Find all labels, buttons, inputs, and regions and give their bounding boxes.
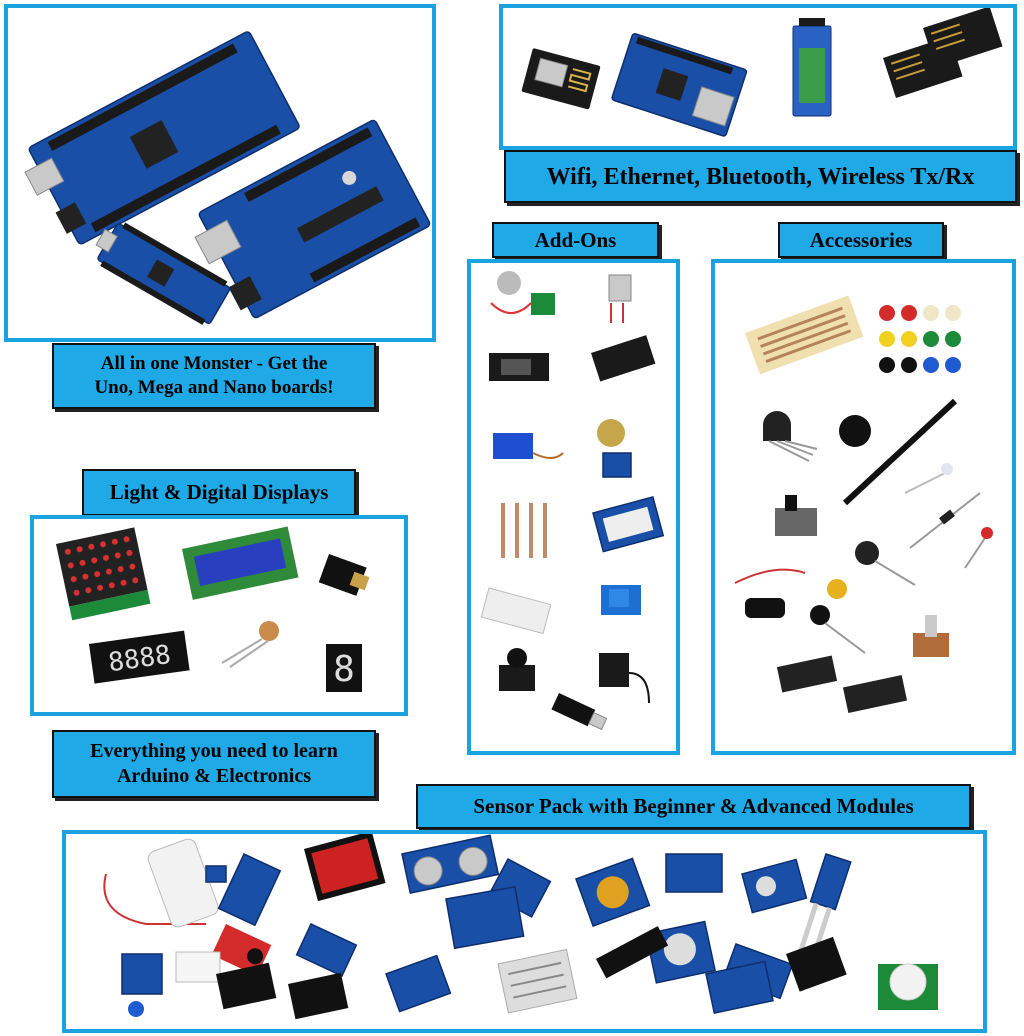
boards-caption: All in one Monster - Get the Uno, Mega a… [52, 343, 376, 409]
learn-caption-line1: Everything you need to learn [90, 740, 338, 762]
displays-title: Light & Digital Displays [82, 469, 356, 516]
wireless-caption: Wifi, Ethernet, Bluetooth, Wireless Tx/R… [504, 150, 1017, 203]
arduino-boards-image [24, 31, 431, 325]
boards-caption-line2: Uno, Mega and Nano boards! [94, 377, 334, 398]
boards-caption-line1: All in one Monster - Get the [100, 353, 328, 375]
display-modules-image: 8888 8 [56, 526, 370, 692]
boards-panel [4, 4, 436, 342]
accessories-title: Accessories [778, 222, 944, 258]
wireless-modules-image [521, 8, 1003, 137]
single-seven-seg: 8 [333, 649, 355, 690]
sensors-title: Sensor Pack with Beginner & Advanced Mod… [416, 784, 971, 829]
addons-panel [467, 259, 680, 755]
addon-modules-image [480, 271, 665, 731]
sensors-panel [62, 830, 987, 1033]
displays-panel: 8888 8 [30, 515, 408, 716]
learn-caption-line2: Arduino & Electronics [116, 765, 312, 787]
learn-caption: Everything you need to learn Arduino & E… [52, 730, 376, 798]
accessory-parts-image [734, 295, 993, 713]
sensor-modules-image [103, 834, 938, 1020]
addons-title: Add-Ons [492, 222, 659, 258]
wireless-panel [499, 4, 1017, 150]
accessories-panel [711, 259, 1016, 755]
